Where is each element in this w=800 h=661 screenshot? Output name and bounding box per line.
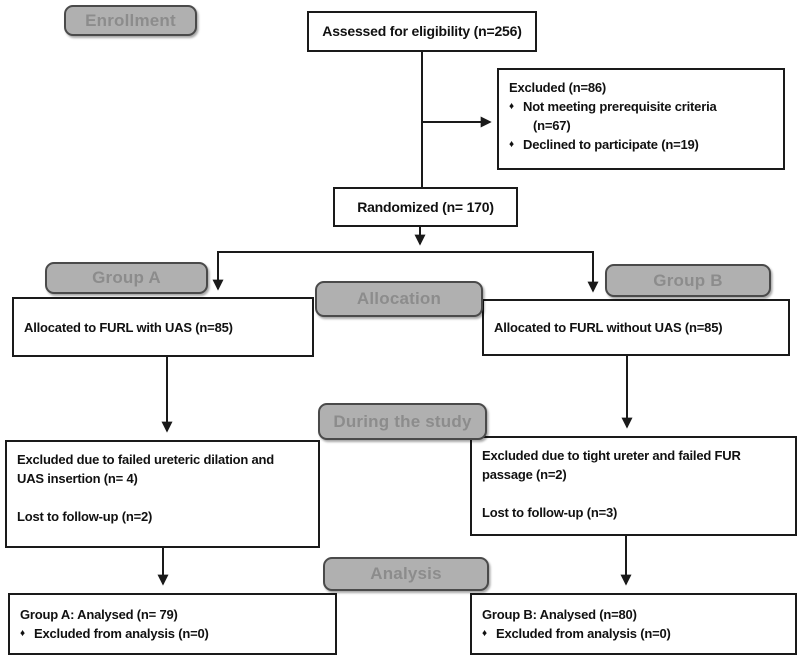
blank-line: [17, 488, 308, 507]
stage-badge-during-the-study: During the study: [318, 403, 487, 440]
text-line: passage (n=2): [482, 467, 567, 482]
text-line: UAS insertion (n= 4): [17, 471, 138, 486]
excluded-title: Excluded (n=86): [509, 80, 607, 95]
excluded-item-1-text: Not meeting prerequisite criteria (n=67): [523, 97, 717, 135]
text-line: Allocated to FURL without UAS (n=85): [494, 320, 723, 335]
text-line: Excluded from analysis (n=0): [34, 626, 209, 641]
text-line: Excluded from analysis (n=0): [496, 626, 671, 641]
assessed-eligibility-box: Assessed for eligibility (n=256): [307, 11, 537, 52]
text-line: Excluded due to failed ureteric dilation…: [17, 452, 275, 467]
analysed-a-excluded-item: ♦ Excluded from analysis (n=0): [20, 624, 325, 643]
allocated-group-a-box: Allocated to FURL with UAS (n=85): [12, 297, 314, 357]
during-study-group-a-box: Excluded due to failed ureteric dilation…: [5, 440, 320, 548]
analysed-group-a-box: Group A: Analysed (n= 79) ♦ Excluded fro…: [8, 593, 337, 655]
text-line: Lost to follow-up (n=2): [17, 509, 153, 524]
excluded-box: Excluded (n=86) ♦ Not meeting prerequisi…: [497, 68, 785, 170]
stage-badge-enrollment: Enrollment: [64, 5, 197, 36]
bullet-diamond-icon: ♦: [20, 628, 25, 639]
bullet-diamond-icon: ♦: [509, 139, 514, 150]
text-line: (n=67): [533, 118, 571, 133]
text-line: Allocated to FURL with UAS (n=85): [24, 319, 233, 335]
text-line: Group A: Analysed (n= 79): [20, 607, 178, 622]
text-line: Lost to follow-up (n=3): [482, 505, 618, 520]
text-line: Not meeting prerequisite criteria: [523, 99, 717, 114]
during-study-group-b-box: Excluded due to tight ureter and failed …: [470, 436, 797, 536]
stage-badge-group-b: Group B: [605, 264, 771, 297]
excluded-item-2: ♦ Declined to participate (n=19): [509, 135, 773, 154]
bullet-diamond-icon: ♦: [509, 101, 514, 112]
randomized-box: Randomized (n= 170): [333, 187, 518, 227]
allocated-group-b-box: Allocated to FURL without UAS (n=85): [482, 299, 790, 356]
stage-badge-group-a: Group A: [45, 262, 208, 294]
blank-line: [482, 484, 785, 503]
bullet-diamond-icon: ♦: [482, 628, 487, 639]
text-line: Declined to participate (n=19): [523, 137, 699, 152]
stage-badge-analysis: Analysis: [323, 557, 489, 591]
analysed-b-excluded-item: ♦ Excluded from analysis (n=0): [482, 624, 785, 643]
stage-badge-allocation: Allocation: [315, 281, 483, 317]
analysed-group-b-box: Group B: Analysed (n=80) ♦ Excluded from…: [470, 593, 797, 655]
excluded-item-1: ♦ Not meeting prerequisite criteria (n=6…: [509, 97, 773, 135]
text-line: Excluded due to tight ureter and failed …: [482, 448, 741, 463]
text-line: Group B: Analysed (n=80): [482, 607, 637, 622]
